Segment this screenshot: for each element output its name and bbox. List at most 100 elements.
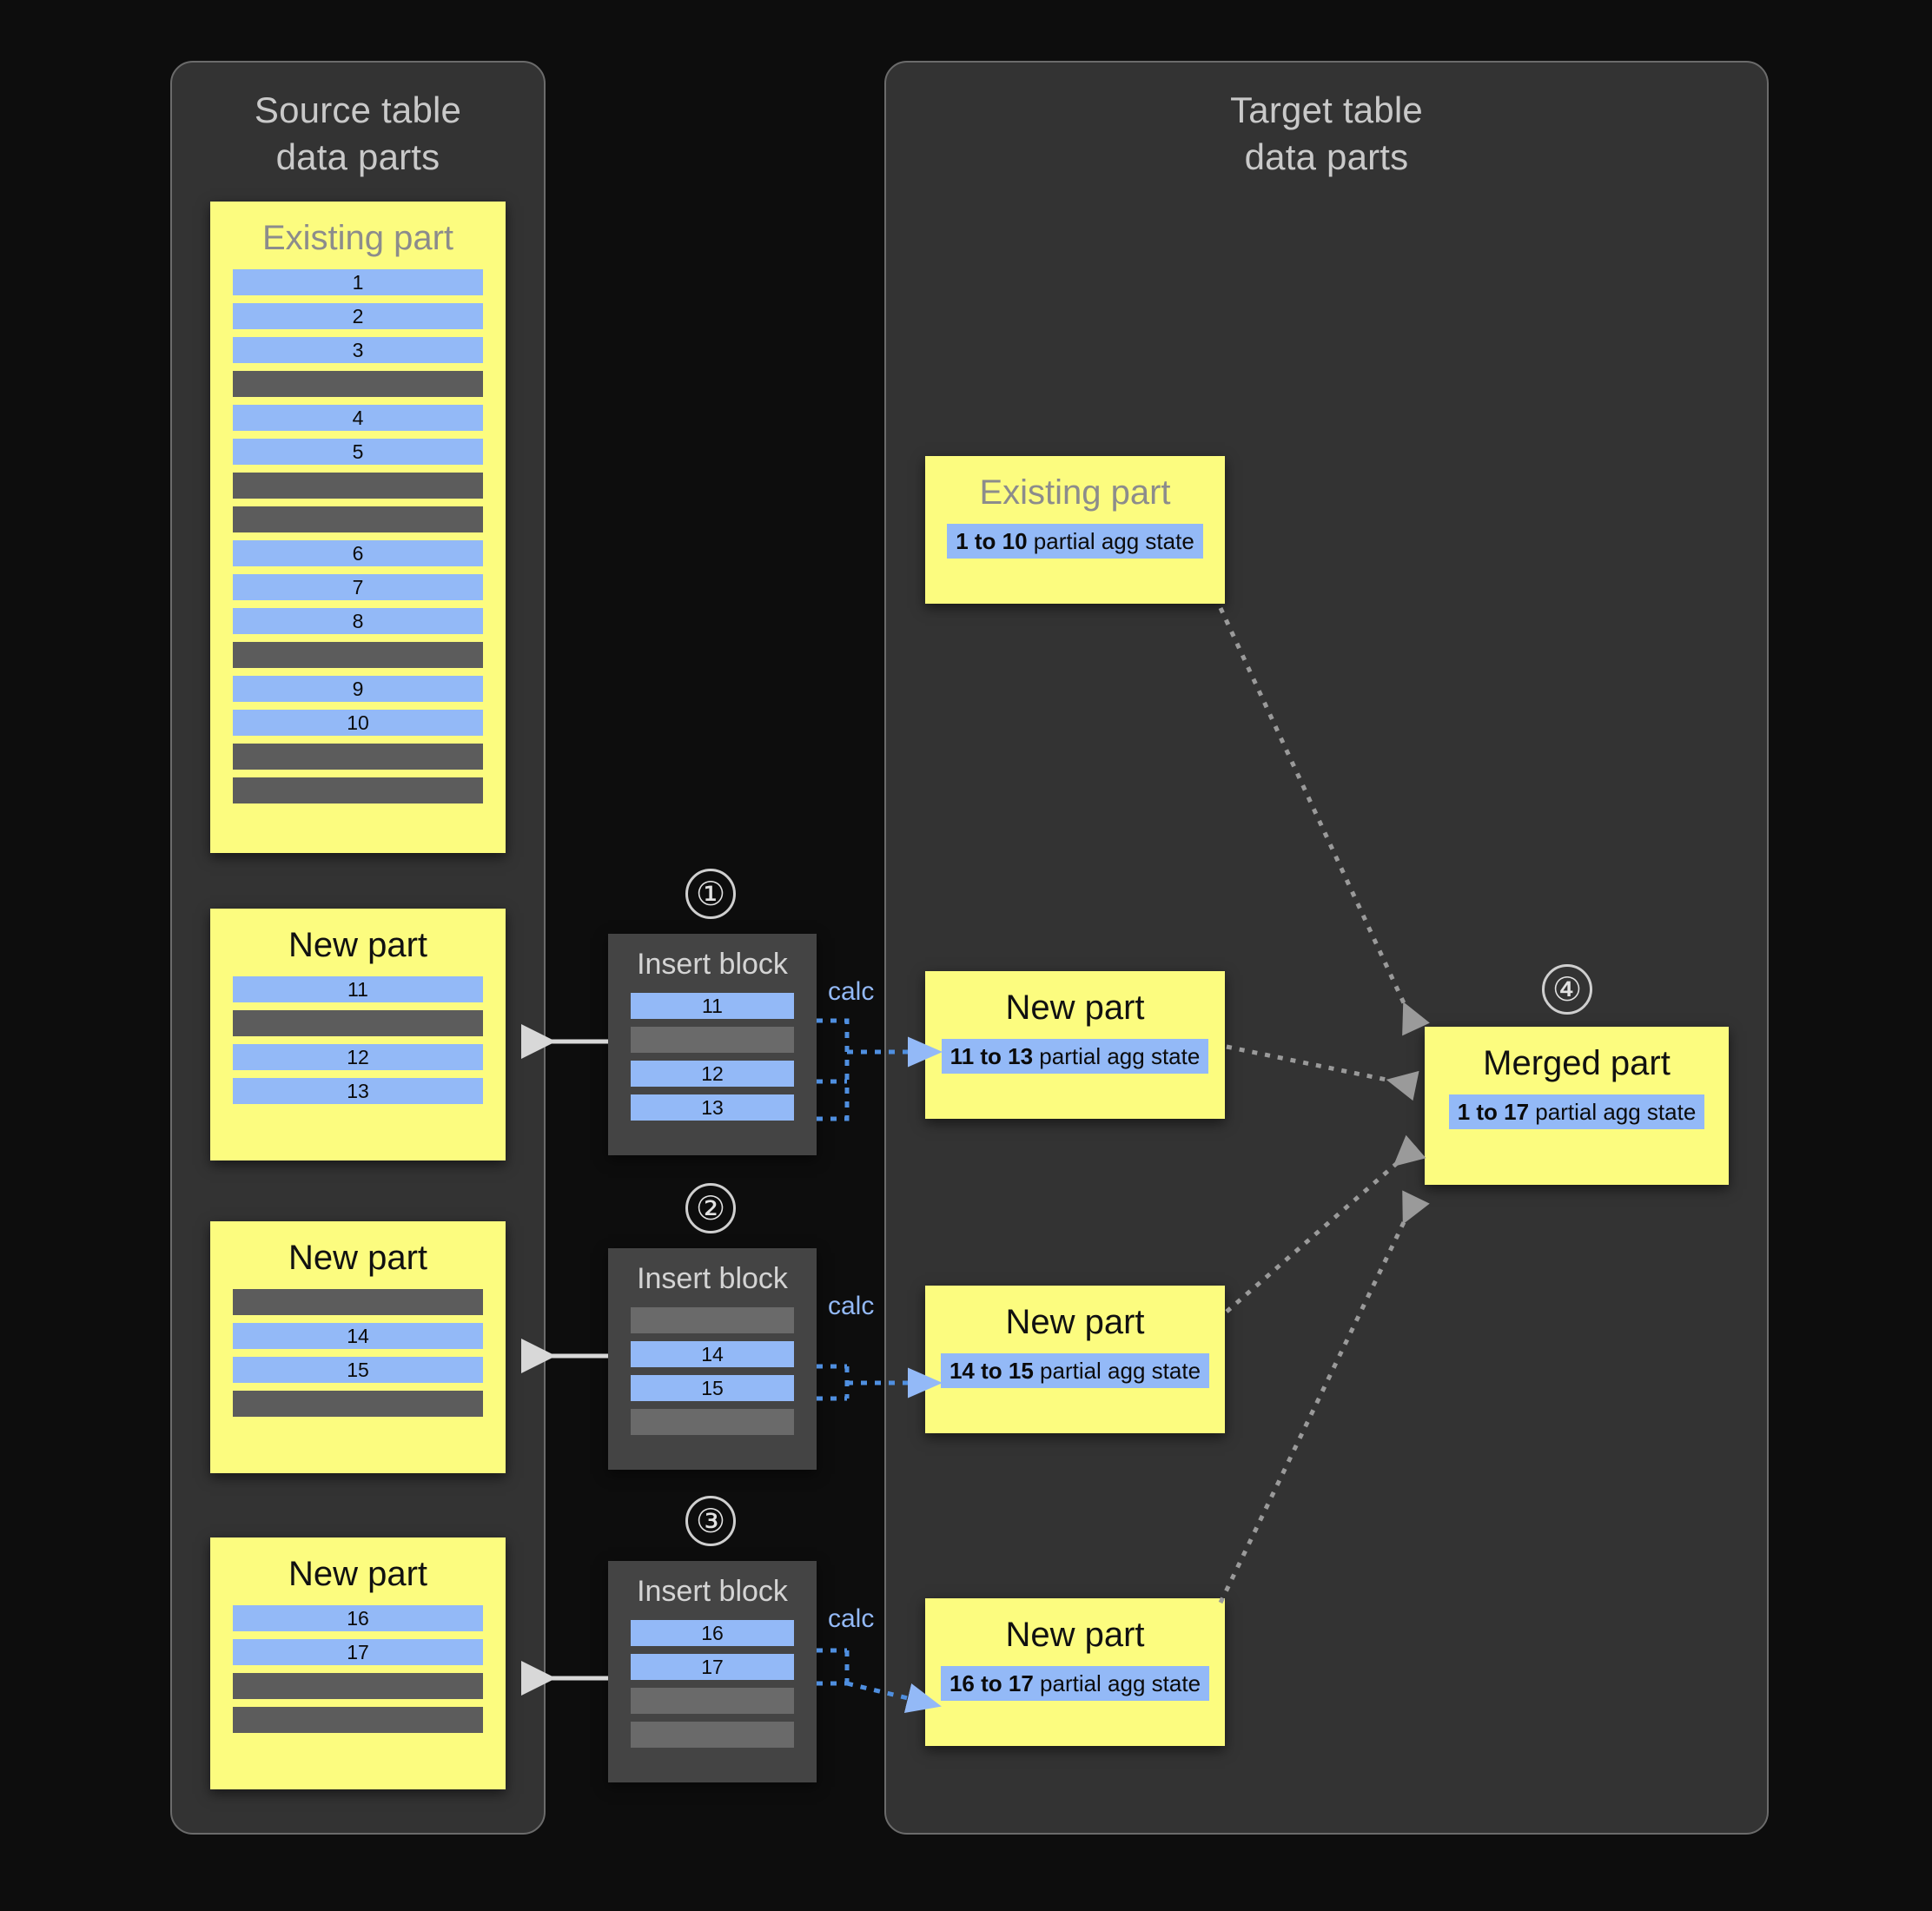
target-new-part-1-agg: 11 to 13 partial agg state bbox=[941, 1039, 1209, 1074]
source-part-1-row bbox=[233, 1010, 483, 1036]
source-part-0-row: 2 bbox=[233, 303, 483, 329]
insert-block-2-row bbox=[631, 1307, 794, 1333]
insert-block-1: Insert block 11 12 13 bbox=[608, 934, 817, 1155]
calc-label-2: calc bbox=[828, 1292, 875, 1320]
target-new-part-3: New part 16 to 17 partial agg state bbox=[925, 1598, 1225, 1746]
insert-block-3-row bbox=[631, 1722, 794, 1748]
source-part-0-row bbox=[233, 642, 483, 668]
calc-label-1: calc bbox=[828, 977, 875, 1006]
insert-block-2-row bbox=[631, 1409, 794, 1435]
target-new-part-3-title: New part bbox=[1005, 1616, 1145, 1654]
source-part-3-row: 16 bbox=[233, 1605, 483, 1631]
source-part-1-row: 11 bbox=[233, 976, 483, 1002]
insert-block-3-title: Insert block bbox=[637, 1575, 788, 1608]
source-new-part-3-title: New part bbox=[288, 1555, 428, 1593]
step-marker-2: ② bbox=[685, 1183, 736, 1233]
insert-block-3-row bbox=[631, 1688, 794, 1714]
insert-block-1-row bbox=[631, 1027, 794, 1053]
source-part-3-row bbox=[233, 1707, 483, 1733]
source-existing-part-rows: 1 2 3 4 5 6 7 8 9 10 bbox=[210, 262, 506, 823]
insert-block-2-row: 14 bbox=[631, 1341, 794, 1367]
target-table-panel: Target table data parts bbox=[884, 61, 1769, 1835]
source-part-0-row: 4 bbox=[233, 405, 483, 431]
target-existing-part-title: Existing part bbox=[979, 473, 1171, 512]
source-part-0-row: 10 bbox=[233, 710, 483, 736]
source-new-part-1-title: New part bbox=[288, 926, 428, 964]
target-existing-part-agg-wrap: 1 to 10 partial agg state bbox=[925, 517, 1225, 559]
source-part-3-row: 17 bbox=[233, 1639, 483, 1665]
source-new-part-2-title: New part bbox=[288, 1239, 428, 1277]
source-part-2-row bbox=[233, 1391, 483, 1417]
merged-part-title: Merged part bbox=[1483, 1044, 1671, 1082]
source-existing-part-title: Existing part bbox=[261, 219, 454, 257]
source-part-0-row: 7 bbox=[233, 574, 483, 600]
source-part-0-row: 6 bbox=[233, 540, 483, 566]
source-part-3-row bbox=[233, 1673, 483, 1699]
target-existing-part-agg: 1 to 10 partial agg state bbox=[947, 524, 1203, 559]
insert-block-3-row: 17 bbox=[631, 1654, 794, 1680]
target-table-title: Target table data parts bbox=[1230, 89, 1423, 177]
insert-block-1-row: 12 bbox=[631, 1061, 794, 1087]
agg-range: 16 to 17 bbox=[949, 1670, 1034, 1696]
target-new-part-3-agg-wrap: 16 to 17 partial agg state bbox=[925, 1659, 1225, 1701]
agg-suffix: partial agg state bbox=[1529, 1099, 1697, 1125]
source-part-2-row: 15 bbox=[233, 1357, 483, 1383]
source-part-0-row: 8 bbox=[233, 608, 483, 634]
source-part-0-row bbox=[233, 506, 483, 532]
agg-range: 11 to 13 bbox=[949, 1043, 1034, 1069]
agg-suffix: partial agg state bbox=[1033, 1043, 1201, 1069]
target-existing-part: Existing part 1 to 10 partial agg state bbox=[925, 456, 1225, 604]
target-new-part-1-agg-wrap: 11 to 13 partial agg state bbox=[925, 1032, 1225, 1074]
step-marker-3: ③ bbox=[685, 1496, 736, 1546]
merged-part-agg: 1 to 17 partial agg state bbox=[1448, 1094, 1705, 1129]
source-part-2-row: 14 bbox=[233, 1323, 483, 1349]
target-new-part-1-title: New part bbox=[1005, 989, 1145, 1027]
source-part-0-row: 5 bbox=[233, 439, 483, 465]
source-part-0-row: 3 bbox=[233, 337, 483, 363]
agg-range: 14 to 15 bbox=[949, 1358, 1034, 1384]
source-part-0-row: 9 bbox=[233, 676, 483, 702]
insert-block-1-row: 11 bbox=[631, 993, 794, 1019]
step-marker-4: ④ bbox=[1542, 964, 1592, 1015]
source-part-1-row: 13 bbox=[233, 1078, 483, 1104]
insert-block-1-row: 13 bbox=[631, 1094, 794, 1121]
step-marker-1: ① bbox=[685, 869, 736, 919]
insert-block-3-row: 16 bbox=[631, 1620, 794, 1646]
source-part-0-row bbox=[233, 777, 483, 803]
target-new-part-2-title: New part bbox=[1005, 1303, 1145, 1341]
agg-suffix: partial agg state bbox=[1027, 528, 1194, 554]
source-part-2-row bbox=[233, 1289, 483, 1315]
target-new-part-2-agg: 14 to 15 partial agg state bbox=[940, 1353, 1210, 1388]
source-part-0-row bbox=[233, 371, 483, 397]
agg-range: 1 to 17 bbox=[1457, 1099, 1530, 1125]
agg-suffix: partial agg state bbox=[1033, 1358, 1201, 1384]
source-existing-part: Existing part 1 2 3 4 5 6 7 8 9 10 bbox=[210, 202, 506, 853]
agg-range: 1 to 10 bbox=[956, 528, 1028, 554]
insert-block-2-row: 15 bbox=[631, 1375, 794, 1401]
agg-suffix: partial agg state bbox=[1033, 1670, 1201, 1696]
calc-label-3: calc bbox=[828, 1604, 875, 1633]
target-new-part-2: New part 14 to 15 partial agg state bbox=[925, 1286, 1225, 1433]
source-part-0-row bbox=[233, 744, 483, 770]
source-part-0-row: 1 bbox=[233, 269, 483, 295]
insert-block-1-rows: 11 12 13 bbox=[608, 984, 817, 1141]
insert-block-1-title: Insert block bbox=[637, 948, 788, 981]
merged-part: Merged part 1 to 17 partial agg state bbox=[1425, 1027, 1729, 1185]
target-new-part-2-agg-wrap: 14 to 15 partial agg state bbox=[925, 1346, 1225, 1388]
source-part-0-row bbox=[233, 473, 483, 499]
source-table-title: Source table data parts bbox=[254, 89, 462, 177]
merged-part-agg-wrap: 1 to 17 partial agg state bbox=[1425, 1088, 1729, 1129]
insert-block-2-title: Insert block bbox=[637, 1262, 788, 1295]
target-new-part-3-agg: 16 to 17 partial agg state bbox=[940, 1666, 1210, 1701]
